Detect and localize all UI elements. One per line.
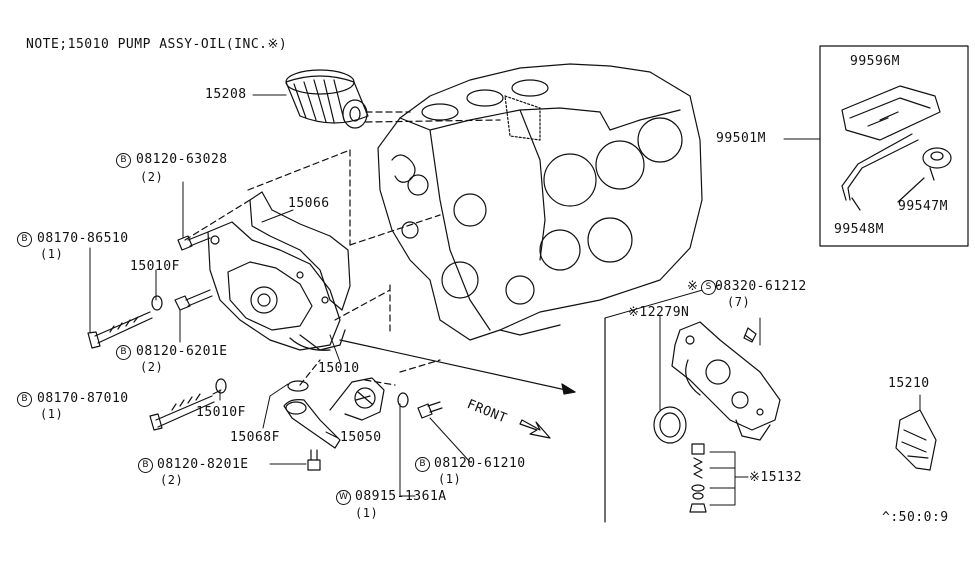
bolt-08170-86510: [87, 311, 153, 349]
label-15210: 15210: [888, 376, 930, 391]
badge-b: B: [116, 153, 131, 168]
label-15010: 15010: [318, 361, 360, 376]
badge-b: B: [415, 457, 430, 472]
baffle-15210: [895, 409, 937, 471]
oil-pump-assy: [671, 321, 781, 441]
label-12279n: ※12279N: [628, 305, 690, 320]
label-15208: 15208: [205, 87, 247, 102]
washer-15010f-b: [215, 378, 227, 394]
gasket-15066: [249, 149, 391, 336]
direction-arrow-line: [339, 339, 576, 395]
label-08120-63028: 08120-63028: [136, 152, 228, 167]
badge-b: B: [17, 392, 32, 407]
badge-b: B: [138, 458, 153, 473]
divider-leader: [604, 284, 721, 319]
badge-w: W: [336, 490, 351, 505]
label-08320-61212: ※ 08320-61212: [687, 279, 807, 294]
badge-b: B: [17, 232, 32, 247]
bolt-08120-6201e: [174, 289, 213, 311]
label-08170-87010: 08170-87010: [37, 391, 129, 406]
qty-08120-8201e: (2): [160, 473, 184, 487]
label-15068f: 15068F: [230, 430, 280, 445]
label-15010f-a: 15010F: [130, 259, 180, 274]
label-08120-6201e: 08120-6201E: [136, 344, 228, 359]
bolt-08120-8201e: [307, 449, 321, 471]
guide-lines: [184, 149, 441, 386]
gasket-15068f: [287, 380, 309, 392]
badge-b: B: [116, 345, 131, 360]
qty-08120-6201e: (2): [140, 360, 164, 374]
qty-08320-61212: (7): [727, 295, 751, 309]
diagram-code: ^:50:0:9: [882, 510, 949, 525]
label-08120-61210: 08120-61210: [434, 456, 526, 471]
relief-valve-15132: [689, 443, 707, 513]
front-arrow: [519, 419, 551, 439]
bolt-08120-63028: [177, 231, 211, 251]
badge-s: S: [701, 280, 716, 295]
label-99547m: 99547M: [898, 199, 948, 214]
label-08915-1361a: 08915-1361A: [355, 489, 447, 504]
qty-08170-86510: (1): [40, 247, 64, 261]
label-99501m: 99501M: [716, 131, 766, 146]
kit-box-99501m: [819, 45, 969, 247]
oil-seal-12279n: [653, 406, 687, 444]
qty-08120-63028: (2): [140, 170, 164, 184]
leader-lines: [89, 94, 921, 506]
qty-08120-61210: (1): [438, 472, 462, 486]
label-08120-8201e: 08120-8201E: [157, 457, 249, 472]
oil-filter-15208: [285, 69, 501, 129]
label-15066: 15066: [288, 196, 330, 211]
label-15132: ※15132: [749, 470, 803, 485]
label-08170-86510: 08170-86510: [37, 231, 129, 246]
strainer-15050: [283, 377, 385, 449]
qty-08915-1361a: (1): [355, 506, 379, 520]
label-15050: 15050: [340, 430, 382, 445]
label-99596m: 99596M: [850, 54, 900, 69]
oil-pump-cover-15010: [207, 221, 346, 351]
label-15010f-b: 15010F: [196, 405, 246, 420]
qty-08170-87010: (1): [40, 407, 64, 421]
engine-block: [377, 63, 703, 341]
label-99548m: 99548M: [834, 222, 884, 237]
bolt-08170-87010: [149, 393, 215, 431]
note-text: NOTE;15010 PUMP ASSY-OIL(INC.※): [26, 37, 288, 52]
bolt-08120-61210: [417, 401, 443, 419]
washer-08915-1361a: [397, 392, 409, 408]
washer-15010f-a: [151, 295, 163, 311]
